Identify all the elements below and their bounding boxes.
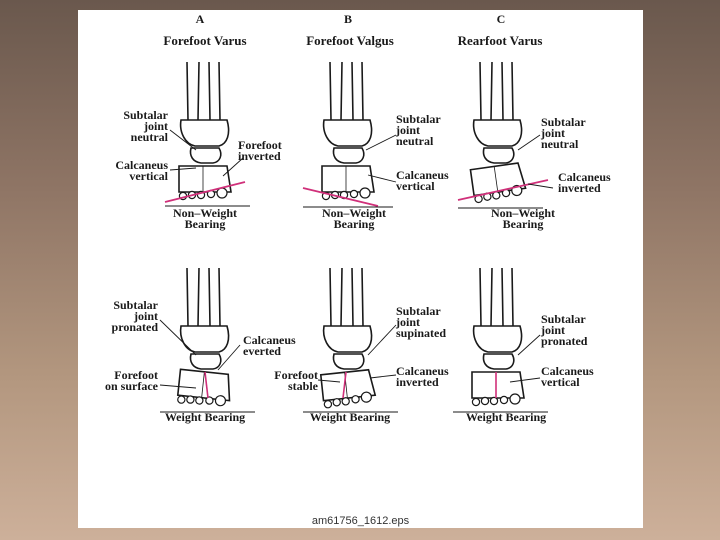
state-c-wb: Weight Bearing [465, 410, 547, 424]
state-c-nwb: Non–Weight Bearing [490, 206, 555, 231]
state-a-nwb: Non–Weight Bearing [172, 206, 237, 231]
foot-diagrams [159, 61, 554, 413]
leader-lines [159, 129, 554, 389]
label-a-wb-subtalar: Subtalar joint pronated [111, 298, 158, 334]
label-b-wb-subtalar: Subtalar joint supinated [396, 304, 447, 340]
label-b-nwb-calcaneus: Calcaneus vertical [396, 168, 449, 193]
label-a-nwb-forefoot: Forefoot inverted [238, 138, 282, 163]
label-a-nwb-calcaneus: Calcaneus vertical [115, 158, 168, 183]
figure-caption: am61756_1612.eps [311, 515, 410, 527]
column-title-b: Forefoot Valgus [306, 33, 394, 48]
figure-page: A Forefoot Varus Subtalar joint neutral … [78, 10, 643, 528]
state-b-wb: Weight Bearing [309, 410, 391, 424]
diagram-a-nwb [164, 61, 250, 207]
label-c-nwb-calcaneus: Calcaneus inverted [558, 170, 611, 195]
state-a-wb: Weight Bearing [164, 410, 246, 424]
label-a-wb-forefoot: Forefoot on surface [105, 368, 158, 393]
label-b-wb-calcaneus: Calcaneus inverted [396, 364, 449, 389]
label-c-nwb-subtalar: Subtalar joint neutral [541, 115, 586, 151]
label-a-wb-calcaneus: Calcaneus everted [243, 333, 296, 358]
column-letter-c: C [496, 12, 506, 26]
column-letter-b: B [343, 12, 352, 26]
diagram-c-nwb [457, 61, 549, 209]
state-b-nwb: Non–Weight Bearing [321, 206, 386, 231]
column-title-c: Rearfoot Varus [457, 33, 543, 48]
label-a-nwb-subtalar: Subtalar joint neutral [123, 108, 168, 144]
column-letter-a: A [195, 12, 205, 26]
label-b-nwb-subtalar: Subtalar joint neutral [396, 112, 441, 148]
diagram-a-wb [160, 267, 255, 413]
diagram-c-wb [453, 267, 548, 413]
column-title-a: Forefoot Varus [163, 33, 247, 48]
diagram-b-wb [303, 267, 398, 413]
label-c-wb-subtalar: Subtalar joint pronated [541, 312, 588, 348]
diagram-b-nwb [302, 61, 393, 208]
label-b-wb-forefoot: Forefoot stable [274, 368, 318, 393]
label-c-wb-calcaneus: Calcaneus vertical [541, 364, 594, 389]
